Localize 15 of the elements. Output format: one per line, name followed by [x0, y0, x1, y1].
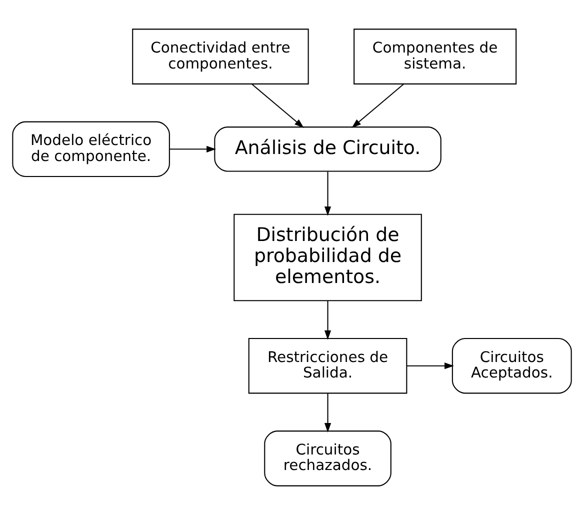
node-box: Modelo eléctrico de componente. — [12, 120, 170, 177]
node-box: Circuitos rechazados. — [264, 430, 392, 486]
node-box: Conectividad entre componentes. — [132, 28, 309, 84]
arrow — [251, 83, 304, 128]
arrow — [170, 145, 216, 152]
arrow — [324, 393, 332, 432]
arrow — [352, 83, 404, 128]
arrow — [324, 171, 332, 216]
arrow — [406, 362, 454, 369]
node-box: Circuitos Aceptados. — [452, 337, 572, 394]
node-box: Componentes de sistema. — [354, 28, 517, 84]
node-box: Análisis de Circuito. — [214, 126, 442, 172]
node-box: Restricciones de Salida. — [248, 337, 408, 394]
arrow — [324, 300, 332, 340]
node-box: Distribución de probabilidad de elementos. — [234, 213, 422, 301]
